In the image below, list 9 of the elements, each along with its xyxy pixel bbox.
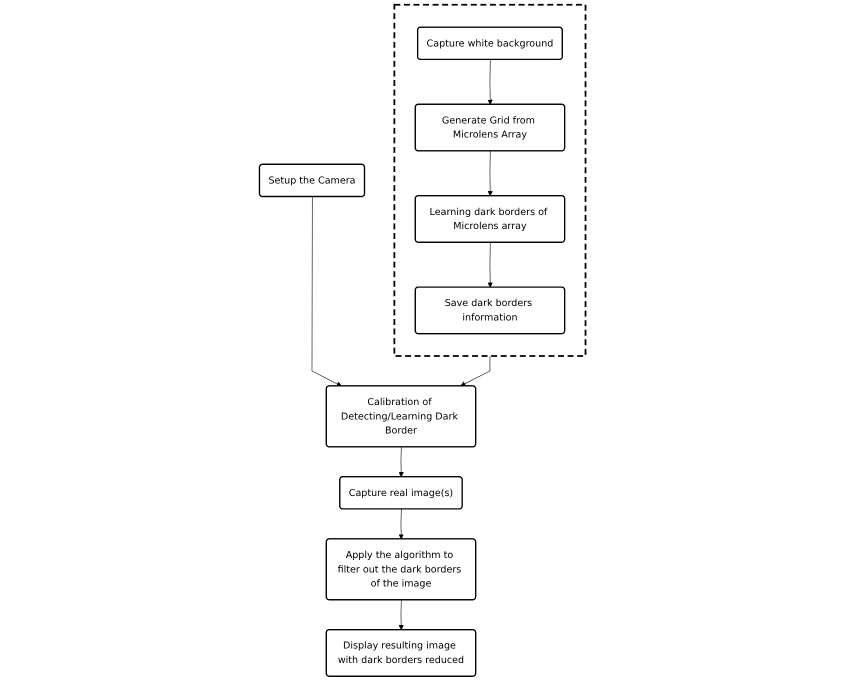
- arrow: [488, 242, 493, 288]
- arrow: [398, 446, 404, 478]
- arrow: [460, 356, 490, 386]
- arrow: [488, 59, 493, 105]
- arrow: [312, 196, 342, 386]
- arrow: [398, 508, 404, 540]
- arrow: [488, 150, 493, 196]
- arrow: [398, 600, 404, 630]
- cluster: [393, 4, 586, 357]
